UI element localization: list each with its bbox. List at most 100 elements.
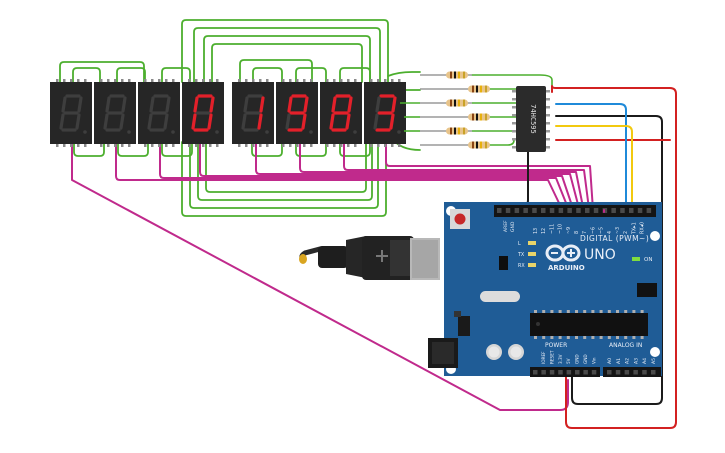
segment-b — [391, 96, 397, 113]
seven-segment-displays — [50, 79, 406, 147]
display-pin — [238, 79, 241, 82]
digital-pin-label: ~9 — [566, 227, 572, 234]
wire-green — [239, 59, 313, 83]
wire-green — [251, 141, 283, 157]
display-pin — [370, 79, 373, 82]
display-pin — [158, 79, 161, 82]
decimal-point — [171, 130, 175, 134]
display-pin — [289, 79, 292, 82]
display-pin — [128, 79, 131, 82]
display-pin — [398, 144, 401, 147]
digital-pin-label: ~11 — [549, 224, 555, 234]
display-pin — [77, 144, 80, 147]
display-pin — [252, 144, 255, 147]
digital-pin-label: ~5 — [599, 227, 605, 234]
display-pin — [340, 144, 343, 147]
display-pin — [70, 79, 73, 82]
display-pin — [63, 79, 66, 82]
digital-pin-label: 2 — [623, 231, 629, 234]
display-pin — [377, 79, 380, 82]
digital-pin-label: 13 — [533, 228, 539, 234]
wire-green — [252, 67, 283, 83]
decimal-point — [215, 130, 219, 134]
display-pin — [347, 144, 350, 147]
digital-label: DIGITAL (PWM~) — [580, 234, 649, 243]
wires-back — [59, 19, 677, 429]
display-pin — [370, 144, 373, 147]
wire-black — [555, 115, 663, 405]
wire-magenta — [299, 141, 617, 373]
power-pin-label: IOREF — [541, 351, 546, 364]
reset-button-icon[interactable] — [450, 209, 470, 229]
wire-yellow — [555, 125, 633, 213]
digital-pin-label: 12 — [541, 228, 547, 234]
display-pin — [158, 144, 161, 147]
status-led — [528, 241, 536, 245]
analog-pin-label: A4 — [642, 358, 648, 364]
segment-c — [345, 113, 351, 130]
wire-green — [181, 141, 387, 217]
display-pin — [100, 144, 103, 147]
segment-b — [77, 96, 83, 113]
resistor-icon — [446, 99, 468, 107]
display-pin — [172, 144, 175, 147]
board-model: UNO — [584, 247, 616, 263]
display-pin — [165, 79, 168, 82]
arduino-logo-text: ARDUINO — [548, 264, 585, 272]
display-pin — [333, 79, 336, 82]
display-pin — [202, 79, 205, 82]
wire-magenta — [159, 141, 635, 373]
wire-red — [551, 85, 677, 429]
display-pin — [391, 144, 394, 147]
resistor-icon — [468, 141, 490, 149]
power-pin-label: GND — [583, 354, 588, 364]
digital-pin-label: ~10 — [558, 224, 564, 234]
decimal-point — [353, 130, 357, 134]
power-pin-label: Vin — [591, 357, 596, 364]
segment-f — [243, 96, 249, 113]
digital-pin-label: ~6 — [590, 227, 596, 234]
display-pin — [384, 144, 387, 147]
status-led — [528, 263, 536, 267]
wire-green — [72, 67, 101, 83]
display-pin — [354, 79, 357, 82]
on-led: ON — [632, 257, 652, 263]
segment-c — [119, 113, 125, 130]
resistor-icon — [468, 113, 490, 121]
segment-b — [121, 96, 127, 113]
shift-register-chip[interactable]: 74HC595 — [512, 86, 550, 152]
segment-e — [147, 113, 153, 130]
display-pin — [172, 79, 175, 82]
display-pin — [63, 144, 66, 147]
display-pin — [347, 79, 350, 82]
display-pin — [202, 144, 205, 147]
analog-header[interactable] — [603, 367, 661, 377]
analog-pin-label: A5 — [651, 358, 657, 364]
resistor-icon — [446, 127, 468, 135]
wire-green — [205, 141, 367, 193]
power-header[interactable] — [530, 367, 600, 377]
display-pin — [296, 144, 299, 147]
seven-segment-display-d8 — [364, 79, 406, 147]
display-pin — [100, 79, 103, 82]
capacitors — [486, 344, 524, 360]
display-pin — [84, 79, 87, 82]
decimal-point — [127, 130, 131, 134]
wire-green — [59, 61, 145, 83]
wire-green — [471, 74, 553, 91]
wire-magenta — [385, 141, 605, 373]
analog-pin-label: A2 — [625, 358, 631, 364]
wire-green — [161, 67, 191, 83]
display-pin — [266, 144, 269, 147]
wire-green — [295, 67, 327, 83]
dc-power-jack-icon — [428, 338, 458, 368]
decimal-point — [309, 130, 313, 134]
wire-magenta — [255, 141, 623, 373]
segment-e — [329, 113, 335, 130]
seven-segment-display-d3 — [138, 79, 180, 147]
display-pin — [282, 79, 285, 82]
segment-c — [301, 113, 307, 130]
